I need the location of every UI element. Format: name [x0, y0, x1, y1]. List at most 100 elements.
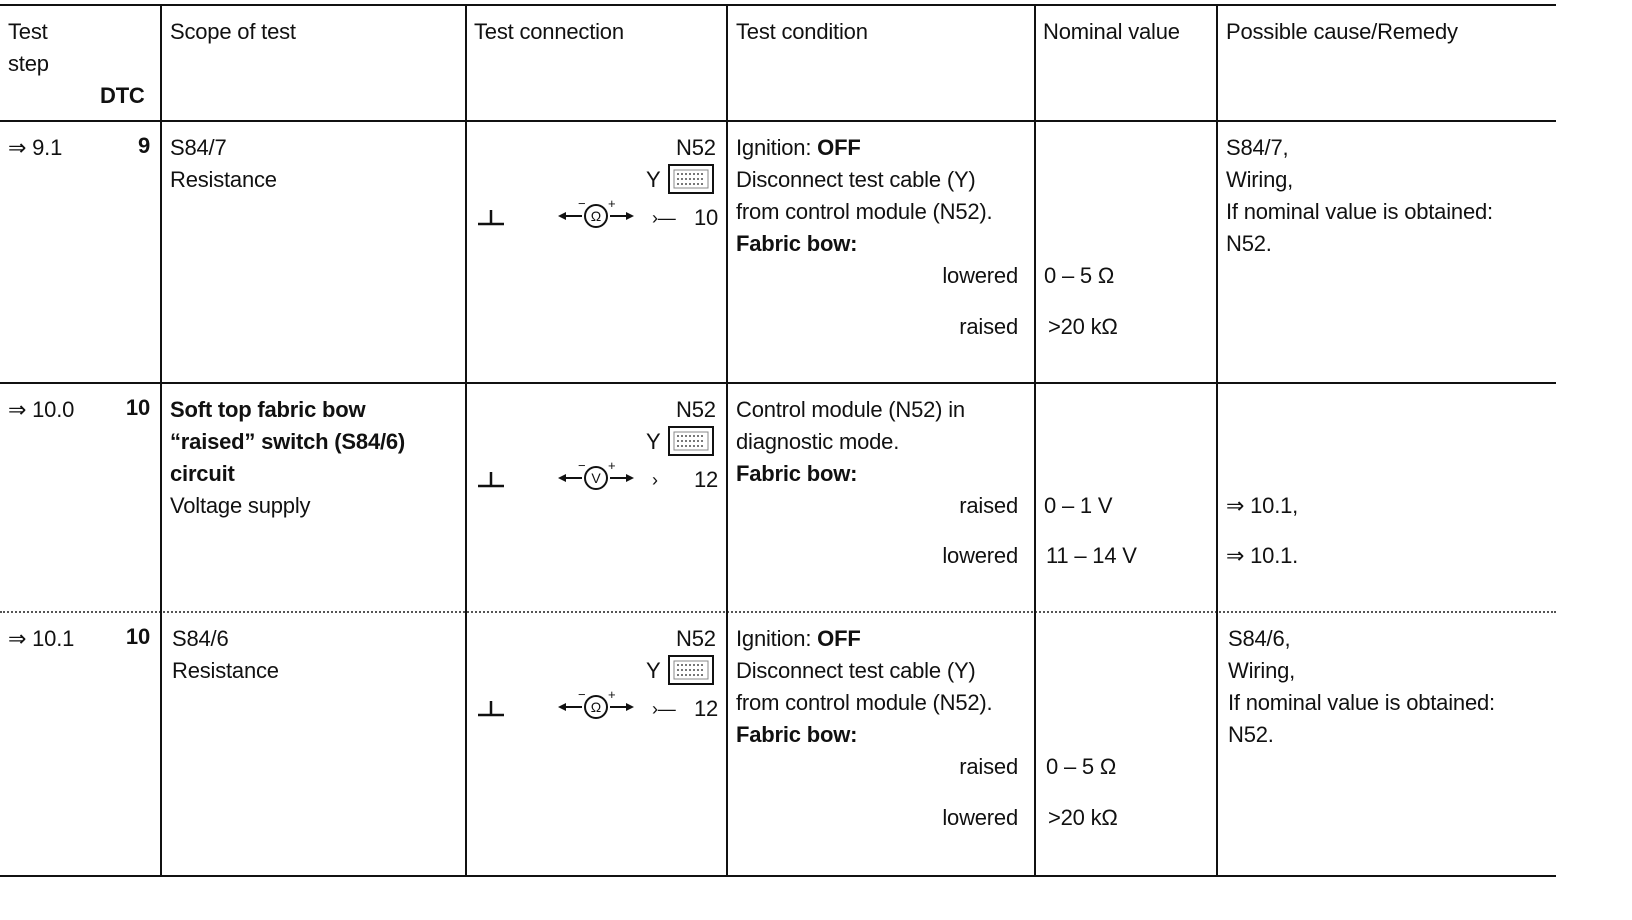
pin-connector-icon: ›—: [652, 208, 676, 228]
condition-line4: Fabric bow:: [736, 722, 858, 747]
state-2: raised: [959, 314, 1018, 339]
module-label: N52: [676, 626, 716, 651]
row-divider-1: [0, 382, 1556, 384]
header-remedy: Possible cause/Remedy: [1226, 19, 1458, 44]
pin-number: 12: [694, 467, 719, 492]
condition-line4: Fabric bow:: [736, 231, 858, 256]
remedy-line4: N52.: [1226, 231, 1272, 256]
cable-label: Y: [646, 429, 661, 454]
condition-line1: Ignition: OFF: [736, 132, 861, 164]
remedy-1: ⇒ 10.1,: [1226, 493, 1299, 518]
ground-icon: [478, 701, 504, 717]
scope-line4: Voltage supply: [170, 493, 311, 518]
state-2: lowered: [942, 543, 1018, 568]
header-test-step-line1: Test: [8, 19, 48, 44]
svg-text:+: +: [608, 198, 616, 211]
test-connection-diagram: N52 Y V − + › 12: [472, 390, 724, 500]
dtc-code: 10: [125, 624, 150, 649]
remedy-line1: S84/6,: [1228, 626, 1291, 651]
condition-line3: from control module (N52).: [736, 199, 993, 224]
test-connection-diagram: N52 Y Ω − + ›— 10: [472, 128, 724, 238]
remedy-line4: N52.: [1228, 722, 1274, 747]
table-bottom-rule: [0, 875, 1556, 877]
state-2: lowered: [942, 805, 1018, 830]
svg-text:+: +: [608, 460, 616, 473]
scope-line2: Resistance: [170, 167, 277, 192]
nominal-2: 11 – 14 V: [1046, 543, 1137, 568]
cable-label: Y: [646, 658, 661, 683]
scope-line1: S84/6: [172, 626, 229, 651]
condition-line3: from control module (N52).: [736, 690, 993, 715]
nominal-1: 0 – 5 Ω: [1044, 263, 1115, 288]
condition-line2: Disconnect test cable (Y): [736, 658, 976, 683]
test-step: ⇒ 10.0: [8, 397, 75, 422]
svg-text:−: −: [578, 460, 586, 473]
pin-number: 12: [694, 696, 719, 721]
state-1: lowered: [942, 263, 1018, 288]
col-divider-remedy: [1216, 4, 1218, 877]
condition-label: Ignition:: [736, 626, 818, 651]
ohmmeter-icon: Ω − +: [558, 689, 634, 719]
remedy-line2: Wiring,: [1228, 658, 1296, 683]
header-connection: Test connection: [474, 19, 624, 44]
scope-line3: circuit: [170, 461, 235, 486]
svg-text:−: −: [578, 198, 586, 211]
module-label: N52: [676, 135, 716, 160]
header-condition: Test condition: [736, 19, 868, 44]
nominal-2: >20 kΩ: [1048, 314, 1118, 339]
header-nominal: Nominal value: [1043, 19, 1180, 44]
remedy-line1: S84/7,: [1226, 135, 1289, 160]
meter-symbol: Ω: [591, 208, 601, 224]
scope-line2: “raised” switch (S84/6): [170, 429, 406, 454]
scope-line2: Resistance: [172, 658, 279, 683]
remedy-2: ⇒ 10.1.: [1226, 543, 1299, 568]
remedy-line2: Wiring,: [1226, 167, 1294, 192]
condition-value: OFF: [817, 626, 861, 651]
nominal-1: 0 – 5 Ω: [1046, 754, 1117, 779]
header-bottom-rule: [0, 120, 1556, 122]
scope-line1: S84/7: [170, 135, 227, 160]
test-step: ⇒ 10.1: [8, 626, 75, 651]
ground-icon: [478, 210, 504, 226]
nominal-1: 0 – 1 V: [1044, 493, 1113, 518]
condition-value: OFF: [817, 135, 861, 160]
condition-line1: Control module (N52) in: [736, 397, 965, 422]
col-divider-condition: [726, 4, 728, 877]
col-divider-scope: [160, 4, 162, 877]
test-step: ⇒ 9.1: [8, 135, 63, 160]
meter-symbol: V: [591, 470, 601, 486]
svg-text:+: +: [608, 689, 616, 702]
col-divider-nominal: [1034, 4, 1036, 877]
scope-line1: Soft top fabric bow: [170, 397, 366, 422]
condition-label: Ignition:: [736, 135, 818, 160]
condition-line3: Fabric bow:: [736, 461, 858, 486]
header-dtc: DTC: [100, 83, 145, 108]
voltmeter-icon: V − +: [558, 460, 634, 490]
ohmmeter-icon: Ω − +: [558, 198, 634, 228]
ground-icon: [478, 472, 504, 488]
socket-box-icon: [668, 426, 714, 456]
pin-connector-icon: ›—: [652, 699, 676, 719]
header-scope: Scope of test: [170, 19, 296, 44]
remedy-line3: If nominal value is obtained:: [1226, 199, 1493, 224]
condition-line2: Disconnect test cable (Y): [736, 167, 976, 192]
table-top-rule: [0, 4, 1556, 6]
pin-connector-icon: ›: [652, 470, 658, 490]
cable-label: Y: [646, 167, 661, 192]
meter-symbol: Ω: [591, 699, 601, 715]
row-divider-2-dotted: [0, 611, 1556, 613]
condition-line2: diagnostic mode.: [736, 429, 900, 454]
condition-line1: Ignition: OFF: [736, 623, 861, 655]
module-label: N52: [676, 397, 716, 422]
state-1: raised: [959, 493, 1018, 518]
dtc-code: 9: [137, 133, 150, 158]
col-divider-connection: [465, 4, 467, 877]
state-1: raised: [959, 754, 1018, 779]
remedy-line3: If nominal value is obtained:: [1228, 690, 1495, 715]
socket-box-icon: [668, 655, 714, 685]
nominal-2: >20 kΩ: [1048, 805, 1118, 830]
svg-text:−: −: [578, 689, 586, 702]
header-test-step-line2: step: [8, 51, 49, 76]
pin-number: 10: [694, 205, 719, 230]
socket-box-icon: [668, 164, 714, 194]
